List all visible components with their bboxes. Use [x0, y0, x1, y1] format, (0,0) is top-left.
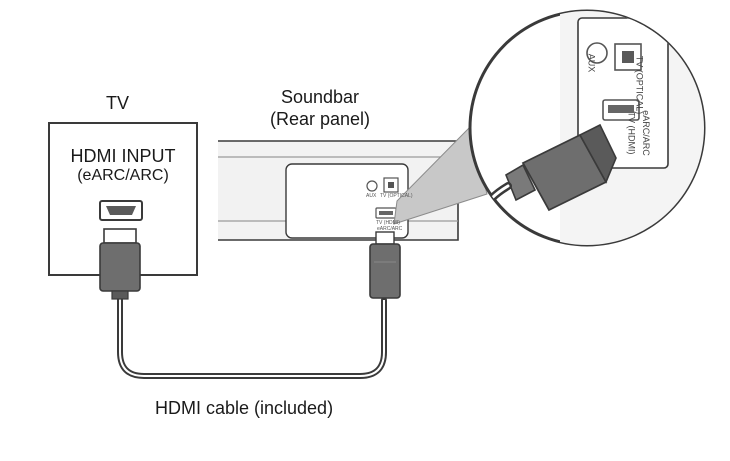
soundbar-hdmi-label-line2: eARC/ARC — [377, 226, 403, 232]
tv-hdmi-port-icon — [99, 200, 143, 221]
soundbar-hdmi-port-icon — [375, 207, 397, 219]
tv-port-sublabel: (eARC/ARC) — [77, 167, 169, 184]
soundbar-aux-label: AUX — [366, 193, 377, 199]
soundbar-optical-port-icon — [383, 177, 399, 193]
zoomed-hdmi-plug-icon — [488, 123, 617, 212]
zoom-hdmi-label-line2: eARC/ARC — [640, 110, 651, 156]
soundbar-hdmi-connector-icon — [369, 231, 401, 299]
soundbar-label-line2: (Rear panel) — [269, 109, 371, 129]
tv-port-label: HDMI INPUT — [70, 146, 176, 166]
cable-label: HDMI cable (included) — [155, 398, 334, 418]
soundbar-label: Soundbar (Rear panel) — [250, 86, 390, 130]
tv-label: TV — [106, 93, 130, 113]
soundbar-aux-port-icon — [366, 180, 378, 192]
zoom-optical-label: TV (OPTICAL) — [634, 55, 645, 115]
soundbar-hdmi-label-line1: TV (HDMI) — [376, 220, 400, 226]
zoom-hdmi-label-line1: TV (HDMI) — [626, 111, 637, 155]
tv-hdmi-connector-icon — [99, 228, 141, 300]
zoom-rays — [393, 126, 488, 225]
soundbar-label-line1: Soundbar — [280, 87, 360, 107]
soundbar-optical-label: TV (OPTICAL) — [380, 193, 413, 199]
zoom-aux-label: AUX — [586, 53, 597, 73]
magnified-view — [468, 9, 706, 247]
hdmi-cable — [117, 294, 387, 379]
